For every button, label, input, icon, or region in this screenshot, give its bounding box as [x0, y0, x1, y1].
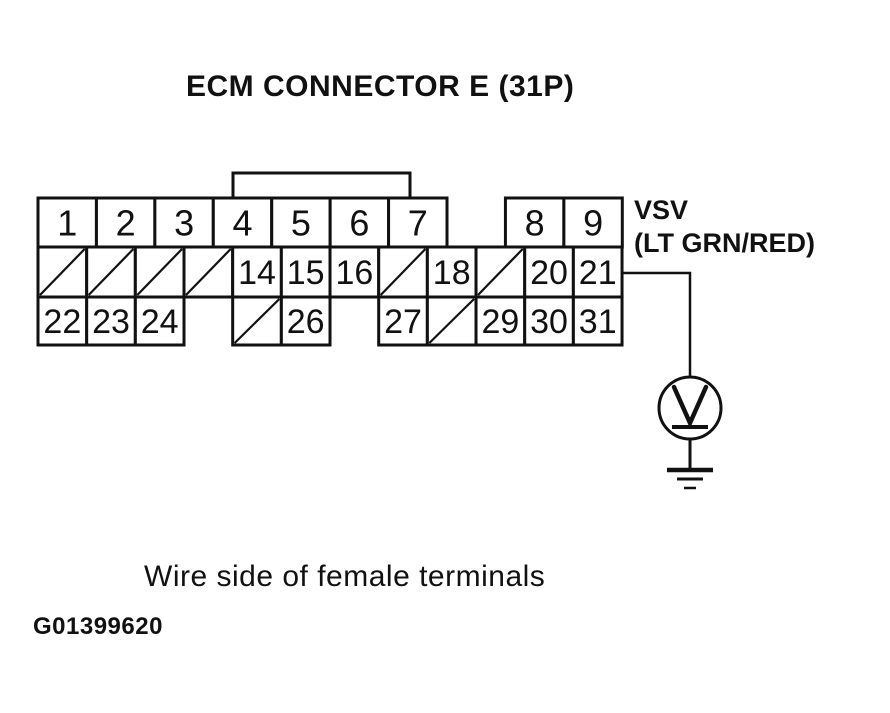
- pin-label-5: 5: [291, 202, 311, 243]
- pin-label-29: 29: [481, 303, 519, 341]
- blocked-slash: [39, 248, 86, 296]
- pin-label-3: 3: [174, 202, 194, 243]
- pin-cell-3: [153, 196, 215, 249]
- pin-label-8: 8: [525, 202, 545, 243]
- pin-label-4: 4: [232, 202, 252, 243]
- wire-label-component: VSV: [634, 195, 689, 225]
- pin-label-20: 20: [530, 254, 568, 292]
- pin-label-23: 23: [92, 303, 130, 341]
- pin-label-30: 30: [530, 303, 568, 341]
- pin-cell-31: [571, 295, 624, 347]
- pin-cell-7: [387, 196, 449, 249]
- wire-label-color: (LT GRN/RED): [634, 228, 815, 258]
- page-title: ECM CONNECTOR E (31P): [186, 70, 575, 103]
- wire-label: VSV (LT GRN/RED): [634, 194, 815, 260]
- pin-cell-23: [85, 295, 137, 347]
- pin-cell-5: [270, 196, 332, 249]
- pin-cell-22: [36, 295, 89, 347]
- blocked-slash: [233, 298, 281, 344]
- ground-icon: [667, 467, 713, 490]
- pin-label-16: 16: [335, 254, 373, 292]
- pin-cell-18: [425, 245, 478, 299]
- caption: Wire side of female terminals: [144, 560, 546, 593]
- pin-cell-24: [133, 295, 186, 347]
- blocked-slash: [477, 248, 524, 296]
- pin-cell-21: [571, 245, 624, 299]
- pin-label-15: 15: [287, 254, 325, 292]
- pin-label-24: 24: [141, 303, 179, 341]
- pin-label-6: 6: [349, 202, 369, 243]
- blocked-slash: [379, 248, 427, 296]
- pin-label-9: 9: [583, 202, 603, 243]
- blocked-slash: [428, 298, 475, 344]
- pin-label-1: 1: [57, 202, 77, 243]
- pin-label-7: 7: [408, 202, 428, 243]
- pin-label-27: 27: [384, 303, 422, 341]
- pin-label-2: 2: [116, 202, 136, 243]
- blocked-slash: [185, 248, 232, 296]
- voltmeter-icon: [657, 375, 723, 441]
- pin-label-22: 22: [43, 303, 81, 341]
- pin-cell-9: [562, 196, 624, 249]
- pin-label-18: 18: [433, 254, 471, 292]
- blocked-slash: [87, 248, 135, 296]
- wire: [622, 271, 692, 377]
- pin-label-21: 21: [579, 254, 617, 292]
- pin-cell-16: [328, 245, 381, 299]
- figure-id: G01399620: [33, 613, 163, 640]
- connector-tab: [231, 171, 412, 200]
- pin-cell-26: [279, 295, 332, 347]
- pin-label-26: 26: [287, 303, 325, 341]
- pin-label-31: 31: [579, 303, 617, 341]
- blocked-slash: [136, 248, 183, 296]
- pin-label-14: 14: [238, 254, 276, 292]
